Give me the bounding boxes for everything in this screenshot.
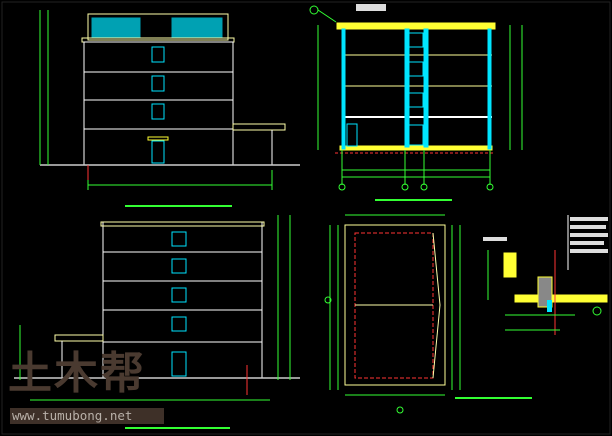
rear-elevation [14, 215, 300, 429]
section-view [309, 4, 523, 201]
roof-plan [324, 214, 532, 414]
watermark-url: www.tumubong.net [10, 408, 164, 424]
watermark-logo: 土木帮 [8, 348, 146, 399]
front-elevation [39, 10, 300, 207]
detail-view [483, 215, 608, 335]
